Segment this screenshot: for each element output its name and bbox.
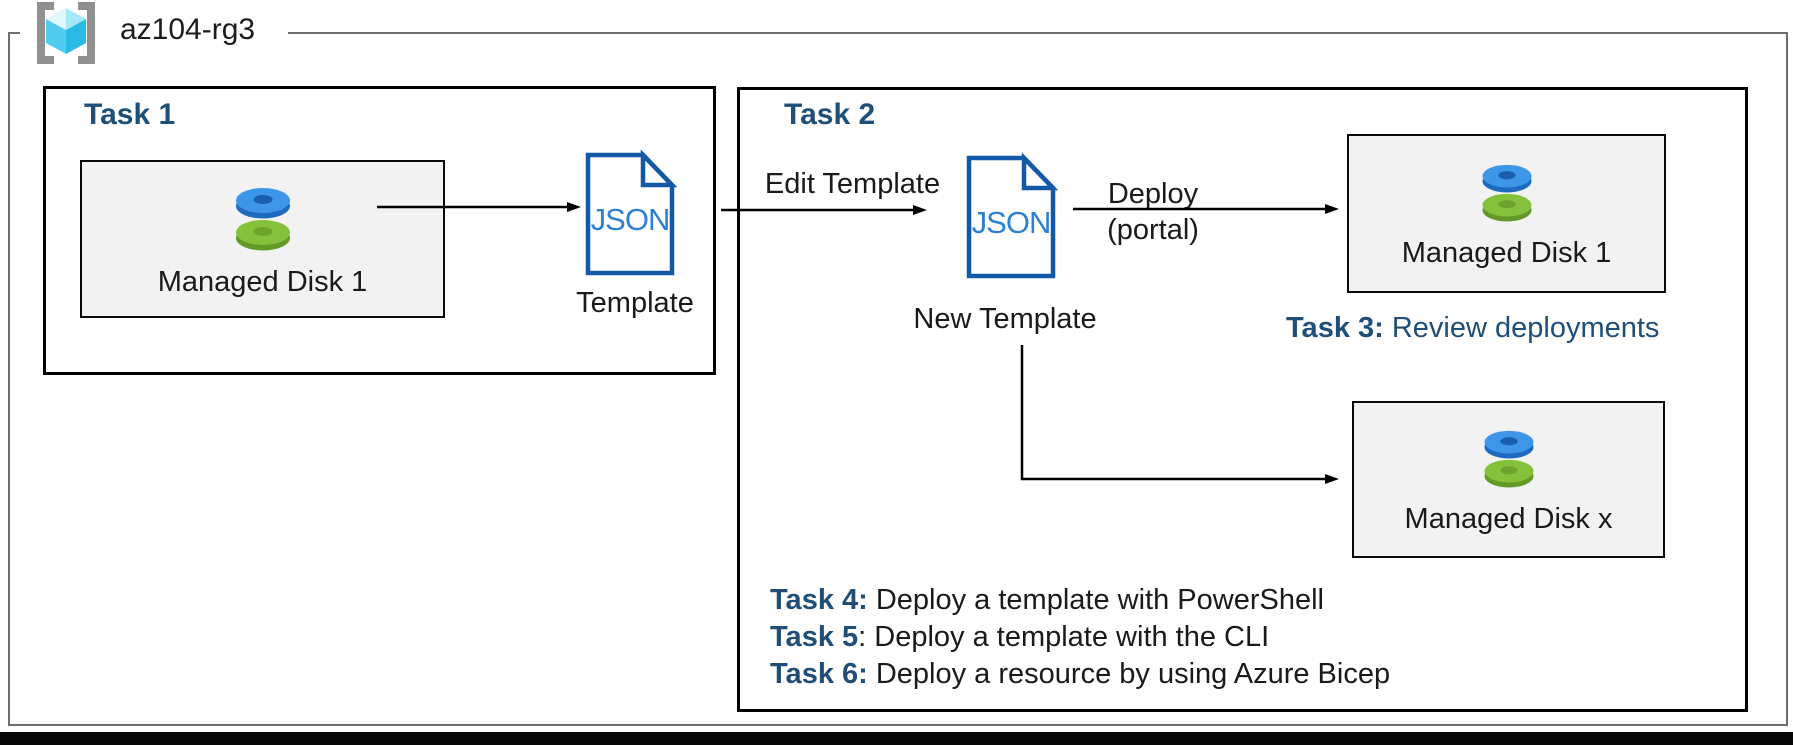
- task3-label: Task 3:: [1286, 312, 1384, 344]
- json-file-icon-new-template: JSON: [966, 152, 1059, 279]
- managed-disk-icon: [235, 187, 290, 250]
- task5-note: Task 5: Deploy a template with the CLI: [770, 619, 1390, 656]
- managed-disk-x-label: Managed Disk x: [1404, 503, 1613, 535]
- task4-note: Task 4: Deploy a template with PowerShel…: [770, 582, 1390, 619]
- task-notes-block: Task 4: Deploy a template with PowerShel…: [770, 582, 1390, 693]
- bottom-bar: [0, 732, 1793, 745]
- cube-top-left-face: [46, 8, 66, 30]
- task1-frame: [43, 86, 716, 375]
- task4-text: Deploy a template with PowerShell: [867, 584, 1324, 616]
- task3-text: Review deployments: [1383, 312, 1660, 344]
- template-caption: Template: [576, 287, 694, 319]
- managed-disk-1-deployed-node: Managed Disk 1: [1347, 134, 1666, 293]
- bracket-left: [37, 2, 54, 64]
- task2-title: Task 2: [784, 98, 876, 131]
- resource-group-label: az104-rg3: [112, 13, 264, 47]
- cube-top-right-face: [66, 8, 86, 30]
- managed-disk-icon: [1482, 164, 1531, 222]
- managed-disk-1-deployed-label: Managed Disk 1: [1401, 237, 1612, 269]
- cube-left-face: [46, 19, 66, 54]
- resource-group-icon: [26, 0, 106, 66]
- task1-title: Task 1: [84, 98, 176, 131]
- task5-text: : Deploy a template with the CLI: [858, 621, 1270, 653]
- edit-template-label: Edit Template: [764, 168, 941, 200]
- task4-label: Task 4:: [770, 584, 868, 616]
- task6-label: Task 6:: [770, 658, 868, 690]
- task3-note: Task 3: Review deployments: [1286, 312, 1659, 345]
- task5-label: Task 5: [770, 621, 859, 653]
- deploy-portal-label: (portal): [1107, 214, 1199, 246]
- new-template-caption: New Template: [913, 303, 1097, 335]
- managed-disk-x-node: Managed Disk x: [1352, 401, 1665, 558]
- json-file-icon-template: JSON: [585, 149, 678, 276]
- task6-text: Deploy a resource by using Azure Bicep: [867, 658, 1391, 690]
- json-file-text: JSON: [972, 205, 1051, 240]
- task6-note: Task 6: Deploy a resource by using Azure…: [770, 656, 1390, 693]
- deploy-label: Deploy: [1107, 178, 1199, 210]
- bracket-right: [78, 2, 95, 64]
- managed-disk-icon: [1484, 430, 1533, 488]
- json-file-text: JSON: [591, 202, 670, 237]
- resource-group-boundary: [8, 32, 1788, 726]
- task2-frame: [737, 87, 1748, 712]
- managed-disk-1-label: Managed Disk 1: [157, 265, 368, 298]
- managed-disk-1-node: Managed Disk 1: [80, 160, 445, 318]
- cube-right-face: [66, 19, 86, 54]
